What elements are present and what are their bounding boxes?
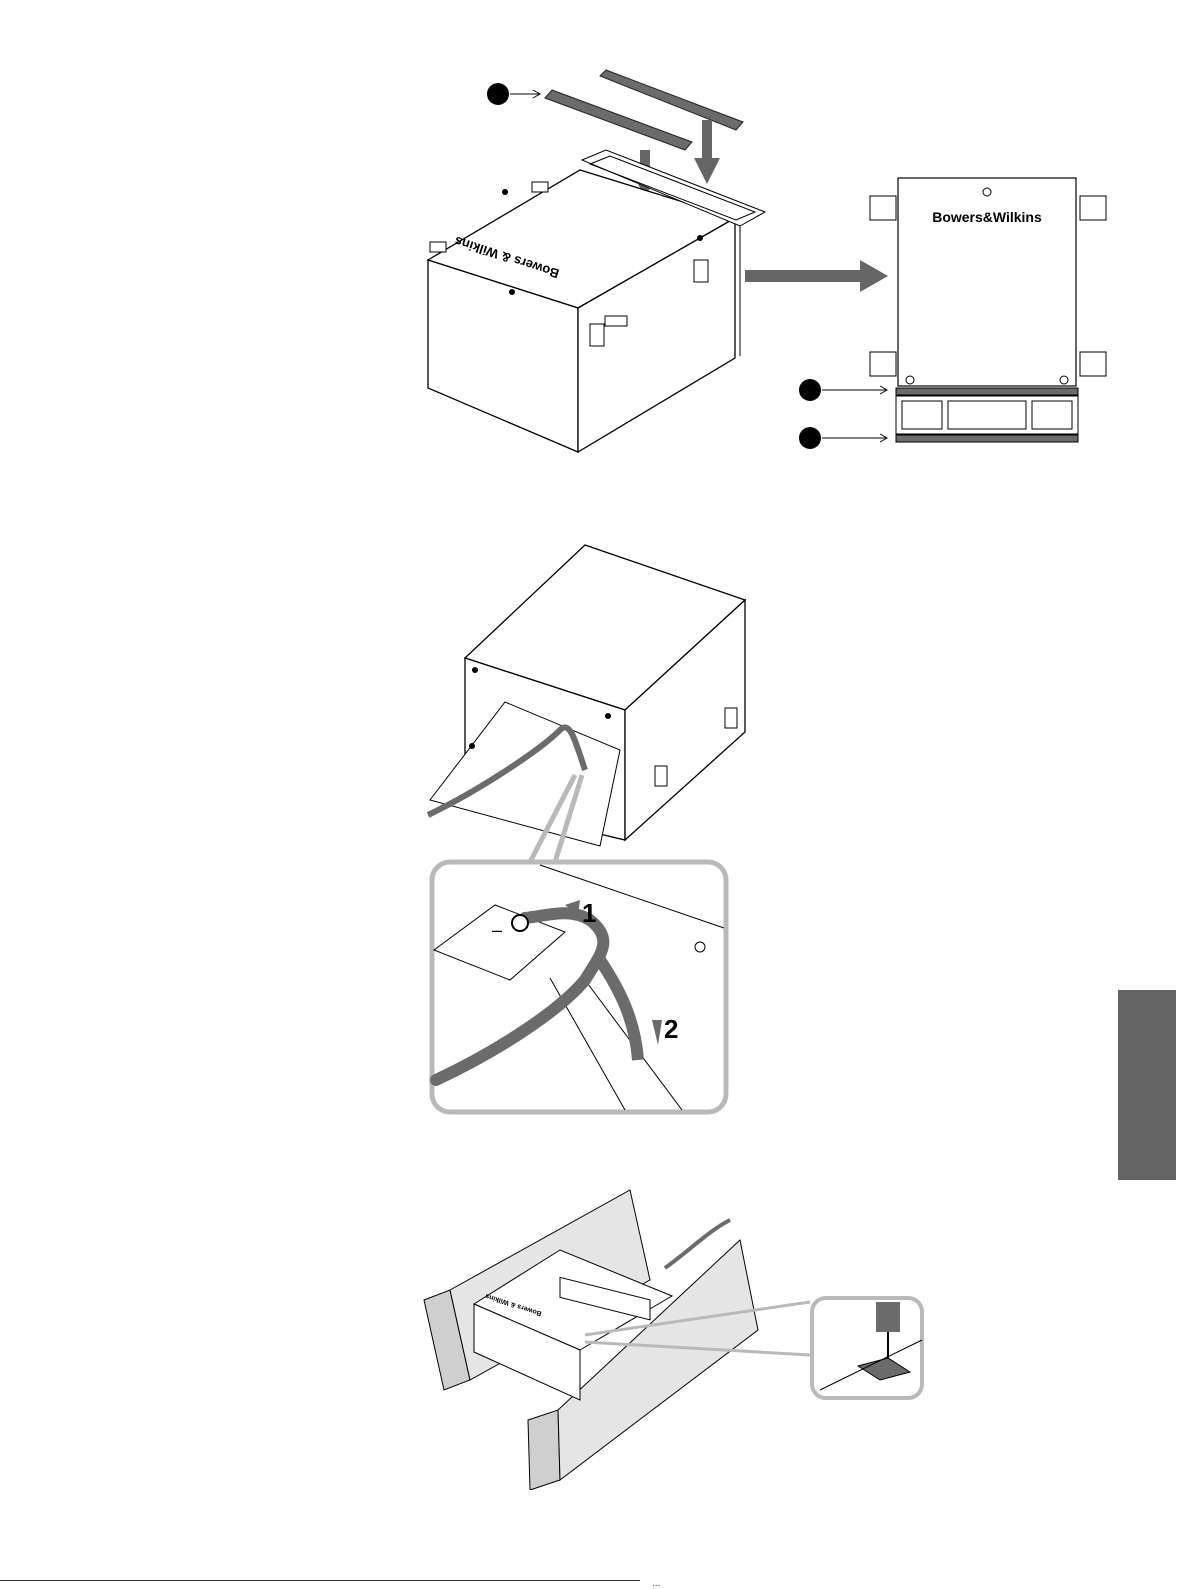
figure-3-joist-mounting: Bowers & Wilkins [410,1180,940,1490]
figure-1-enclosure-assembly: Bowers & Wilkins Bowers&Wilkins [400,60,1120,470]
screw-detail-callout [812,1298,922,1398]
polarity-label: – [492,920,502,940]
figure-2-cable-connection: 1 2 – [410,540,770,1130]
enclosure-box-rear [430,545,745,846]
brand-logo: Bowers&Wilkins [932,209,1042,225]
footer-rule [0,1580,640,1581]
step-2-label: 2 [664,1014,678,1044]
enclosure-box: Bowers & Wilkins [428,170,735,452]
callout-marker-strips [487,83,509,105]
detail-callout: 1 2 – [432,862,726,1112]
front-panel-view: Bowers&Wilkins [870,178,1106,442]
callout-marker-frame [799,427,821,449]
screwdriver-icon [876,1302,900,1332]
footer-text: ... [652,1578,660,1589]
callout-marker-gasket [799,379,821,401]
section-side-tab [1118,990,1176,1180]
right-arrow-icon [745,260,888,292]
gasket-strips [545,70,743,150]
step-1-label: 1 [582,898,596,928]
